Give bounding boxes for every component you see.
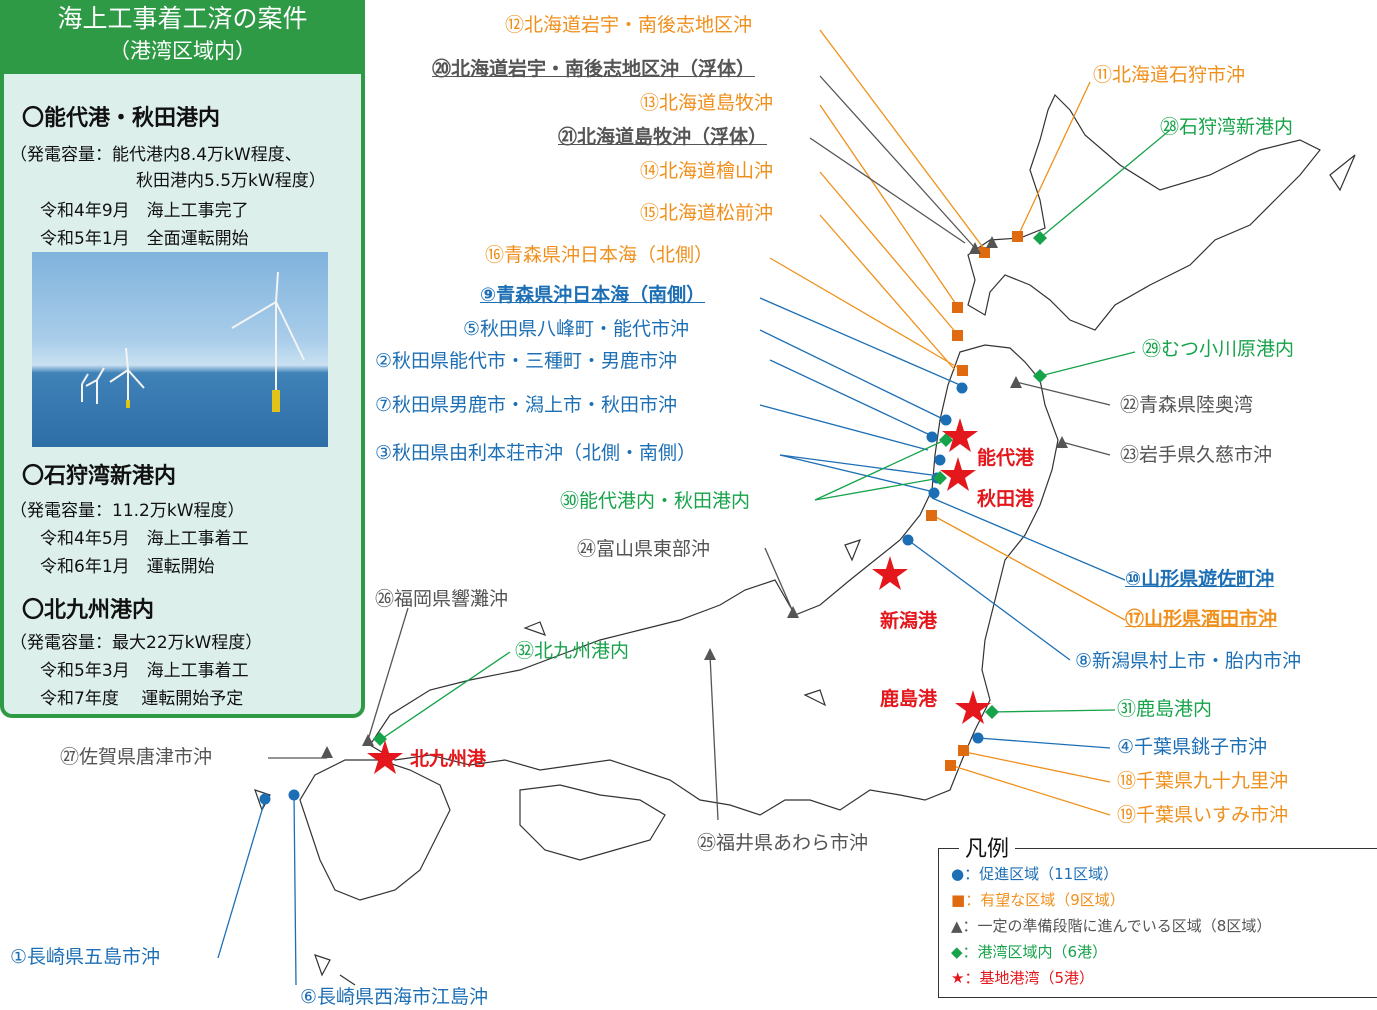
legend: 凡例 ●：促進区域（11区域） ■：有望な区域（9区域） ▲：一定の準備段階に進… [938,831,1377,998]
area-label-25: ㉕福井県あわら市沖 [697,832,869,854]
legend-item-promotion: ●：促進区域（11区域） [951,863,1118,884]
section-line: 令和4年9月 海上工事完了 [40,201,249,221]
area-label-31: ㉛鹿島港内 [1117,698,1213,720]
section-line: （発電容量：最大22万kW程度） [10,633,263,653]
legend-item-promising: ■：有望な区域（9区域） [951,889,1125,910]
section-line: 令和5年1月 全面運転開始 [40,229,249,249]
info-subtitle: （港湾区域内） [109,39,256,63]
section-title-kitakyushu: 〇北九州港内 [22,598,155,623]
section-title-ishikari: 〇石狩湾新港内 [22,464,177,489]
legend-item-base-port: ★：基地港湾（5港） [951,967,1094,988]
info-title: 海上工事着工済の案件 [57,4,308,33]
area-label-6: ⑥長崎県西海市江島沖 [300,986,489,1008]
legend-title: 凡例 [959,831,1016,863]
area-label-11: ⑪北海道石狩市沖 [1093,64,1246,86]
section-line: 令和4年5月 海上工事着工 [40,529,249,549]
section-line: 令和5年3月 海上工事着工 [40,661,249,681]
star-icon: ★ [951,969,965,987]
section-line: （発電容量：11.2万kW程度） [10,501,245,521]
area-label-19: ⑲千葉県いすみ市沖 [1117,804,1289,826]
square-icon: ■ [951,891,966,909]
area-label-26: ㉖福岡県響灘沖 [375,588,509,610]
legend-text: ：促進区域（11区域） [964,865,1119,883]
legend-text: ：基地港湾（5港） [964,969,1094,987]
promising-markers [926,231,1023,771]
legend-text: ：有望な区域（9区域） [965,891,1125,909]
area-label-32: ㉜北九州港内 [515,640,630,662]
port-label-kitakyushu: 北九州港 [410,748,487,770]
preparation-markers [321,236,1068,758]
area-label-14: ⑭北海道檜山沖 [640,160,774,182]
legend-text: ：港湾区域内（6港） [962,943,1108,961]
area-label-7: ⑦秋田県男鹿市・潟上市・秋田市沖 [375,394,678,416]
legend-text: ：一定の準備段階に進んでいる区域（8区域） [962,917,1272,935]
info-panel: 海上工事着工済の案件 （港湾区域内） 〇能代港・秋田港内 （発電容量：能代港内8… [0,0,365,718]
legend-item-preparation: ▲：一定の準備段階に進んでいる区域（8区域） [951,915,1271,936]
area-label-20: ⑳北海道岩宇・南後志地区沖（浮体） [432,58,756,80]
area-label-9: ⑨青森県沖日本海（南側） [480,284,706,306]
area-label-17: ⑰山形県酒田市沖 [1125,608,1278,630]
port-label-niigata: 新潟港 [880,610,938,632]
port-label-akita: 秋田港 [977,488,1035,510]
area-label-15: ⑮北海道松前沖 [640,202,774,224]
area-label-29: ㉙むつ小川原港内 [1142,338,1295,360]
area-label-10: ⑩山形県遊佐町沖 [1125,568,1275,590]
info-header: 海上工事着工済の案件 （港湾区域内） [4,0,361,74]
area-label-24: ㉔富山県東部沖 [577,538,711,560]
section-title-noshiro-akita: 〇能代港・秋田港内 [22,106,221,131]
wind-turbine-illustration [81,271,305,412]
area-label-30: ㉚能代港内・秋田港内 [560,490,751,512]
section-line: 秋田港内5.5万kW程度） [136,171,326,191]
circle-icon: ● [951,865,965,883]
area-label-23: ㉓岩手県久慈市沖 [1120,444,1273,466]
port-label-kashima: 鹿島港 [880,688,938,710]
base-port-stars [367,418,991,774]
area-label-27: ㉗佐賀県唐津市沖 [60,746,213,768]
legend-item-port-area: ◆：港湾区域内（6港） [951,941,1107,962]
section-line: 令和7年度 運転開始予定 [40,689,244,709]
area-label-28: ㉘石狩湾新港内 [1160,116,1294,138]
area-label-16: ⑯青森県沖日本海（北側） [485,244,714,266]
promotion-markers [259,382,984,805]
area-label-22: ㉒青森県陸奥湾 [1120,394,1254,416]
area-label-4: ④千葉県銚子市沖 [1117,736,1268,758]
area-label-21: ㉑北海道島牧沖（浮体） [558,126,768,148]
area-label-12: ⑫北海道岩宇・南後志地区沖 [505,14,753,36]
triangle-icon: ▲ [951,917,963,935]
section-line: 令和6年1月 運転開始 [40,557,215,577]
coastline [254,93,1356,986]
port-label-noshiro: 能代港 [977,447,1035,469]
port-area-markers [373,231,1047,746]
area-label-3: ③秋田県由利本荘市沖（北側・南側） [375,442,697,464]
area-label-18: ⑱千葉県九十九里沖 [1117,770,1289,792]
area-label-1: ①長崎県五島市沖 [10,946,161,968]
diamond-icon: ◆ [951,943,963,961]
wind-turbine-photo [32,252,328,447]
area-label-5: ⑤秋田県八峰町・能代市沖 [463,318,690,340]
area-label-8: ⑧新潟県村上市・胎内市沖 [1075,650,1302,672]
area-label-13: ⑬北海道島牧沖 [640,92,774,114]
area-label-2: ②秋田県能代市・三種町・男鹿市沖 [375,350,678,372]
section-line: （発電容量：能代港内8.4万kW程度、 [10,145,302,165]
leader-lines [217,29,1171,986]
